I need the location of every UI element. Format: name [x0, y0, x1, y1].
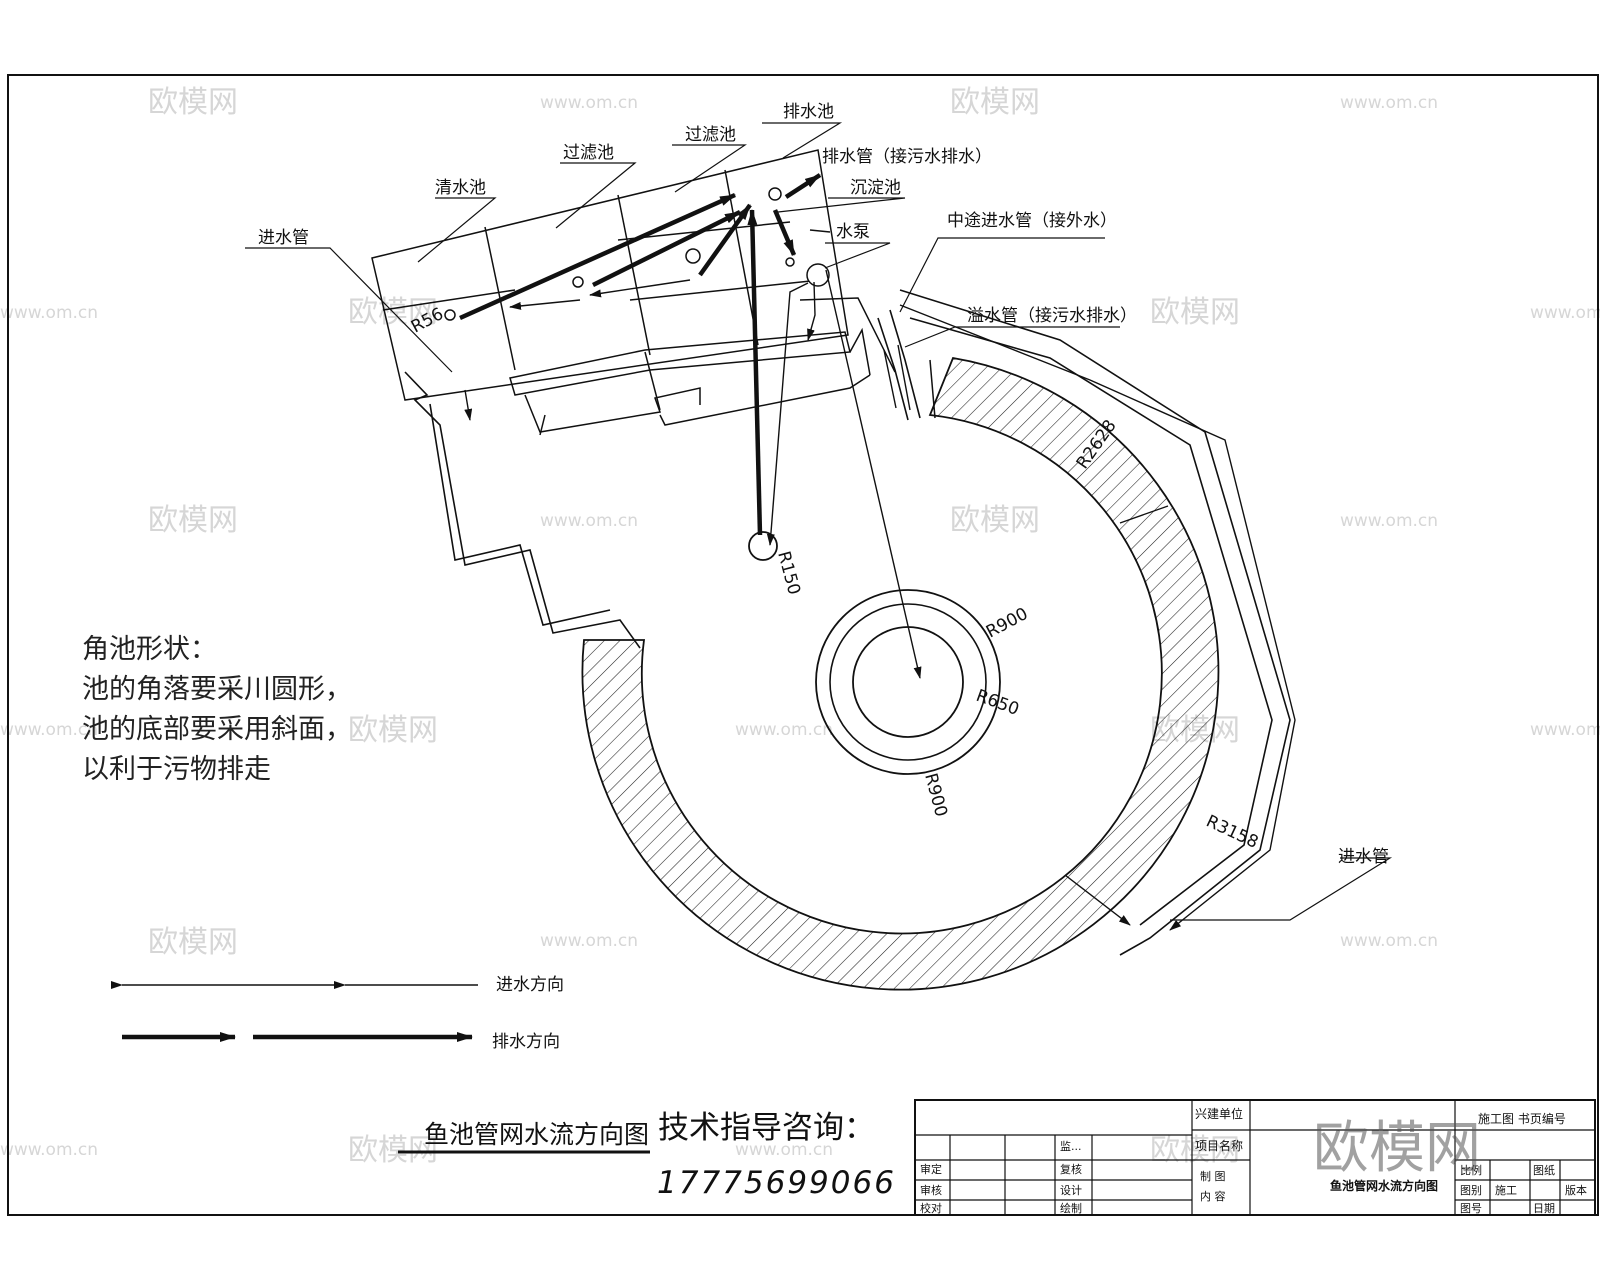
sheet-border — [7, 74, 1599, 1216]
inflow-lines — [464, 269, 1296, 931]
watermark-text: www.om.cn — [1340, 93, 1438, 113]
dim-r150: R150 — [773, 549, 804, 597]
outflow-lines — [459, 173, 822, 536]
label-inlet-pipe-top: 进水管 — [258, 228, 309, 248]
label-filter-tank-1: 过滤池 — [563, 143, 614, 163]
watermark-text: www.om.cn — [540, 931, 638, 951]
tb-grid-2: 图别 — [1460, 1184, 1482, 1197]
label-filter-tank-2: 过滤池 — [685, 125, 736, 145]
tb-row-approve: 审定 — [920, 1162, 942, 1176]
drain-circle-r150 — [748, 531, 778, 561]
tb-build-unit: 兴建单位 — [1195, 1106, 1243, 1121]
note-line-1: 角池形状： — [82, 634, 217, 665]
watermark-text: www.om.cn — [0, 303, 98, 323]
watermarks: 欧模网 www.om.cn 欧模网 www.om.cn www.om.cn 欧模… — [0, 85, 1600, 1168]
drawing-title: 鱼池管网水流方向图 — [424, 1120, 649, 1149]
note-line-2: 池的角落要采川圆形， — [82, 674, 352, 705]
watermark-text: www.om.cn — [1530, 303, 1600, 323]
tb-row-check: 校对 — [920, 1201, 942, 1215]
watermark-text: www.om.cn — [735, 720, 833, 740]
tb-cell-4: 绘制 — [1060, 1201, 1082, 1215]
dim-r3158: R3158 — [1203, 811, 1261, 852]
tb-drawing-number: 施工图 书页编号 — [1478, 1111, 1566, 1126]
label-overflow-pipe: 溢水管（接污水排水） — [967, 306, 1137, 326]
tb-cell-6: 内 容 — [1200, 1189, 1226, 1203]
label-midway-inlet: 中途进水管（接外水） — [947, 211, 1117, 231]
tb-cell-3: 设计 — [1060, 1184, 1082, 1197]
tb-grid-3: 图号 — [1460, 1202, 1482, 1215]
watermark-text: 欧模网 — [348, 713, 438, 748]
label-inlet-pipe-right: 进水管 — [1338, 847, 1389, 867]
label-pump: 水泵 — [836, 222, 870, 242]
watermark-text: 欧模网 — [1150, 295, 1240, 330]
label-drain-pipe: 排水管（接污水排水） — [822, 147, 992, 167]
dim-r900-a: R900 — [983, 604, 1031, 642]
design-note: 角池形状： 池的角落要采川圆形， 池的底部要采用斜面， 以利于污物排走 — [82, 634, 352, 785]
tb-cell-2: 复核 — [1060, 1162, 1082, 1176]
tb-cell-5: 制 图 — [1200, 1170, 1226, 1183]
pump-icon — [806, 263, 830, 287]
watermark-text: www.om.cn — [1340, 931, 1438, 951]
channel-steps — [509, 297, 896, 436]
center-circle-r900-inner — [829, 603, 987, 761]
label-clear-water-tank: 清水池 — [435, 178, 486, 198]
tank-components — [444, 187, 830, 321]
tb-grid-6: 版本 — [1565, 1183, 1587, 1197]
watermark-text: www.om.cn — [0, 1140, 98, 1160]
tb-grid-4: 图纸 — [1533, 1164, 1555, 1177]
filter-outlet-icon — [685, 248, 701, 264]
note-line-4: 以利于污物排走 — [82, 754, 271, 785]
title-block — [914, 1099, 1596, 1216]
label-settling-tank: 沉淀池 — [850, 178, 901, 198]
watermark-text: www.om.cn — [0, 720, 98, 740]
center-circle-r900 — [815, 589, 1001, 775]
watermark-text: www.om.cn — [1340, 511, 1438, 531]
watermark-text: www.om.cn — [540, 511, 638, 531]
watermark-text: 欧模网 — [148, 503, 238, 538]
watermark-text: www.om.cn — [1530, 720, 1600, 740]
center-circle-r650 — [852, 626, 964, 738]
leader-lines — [245, 122, 1393, 921]
tb-grid-5: 日期 — [1533, 1202, 1555, 1215]
watermark-text: 欧模网 — [148, 925, 238, 960]
legend-inflow-label: 进水方向 — [496, 975, 564, 995]
watermark-logo: 欧模网 — [1313, 1116, 1481, 1181]
watermark-text: www.om.cn — [735, 1140, 833, 1160]
tb-grid-1: 比例 — [1460, 1163, 1482, 1177]
dim-r650: R650 — [973, 686, 1021, 720]
watermark-text: 欧模网 — [950, 503, 1040, 538]
label-drain-tank: 排水池 — [783, 102, 834, 122]
tb-cell-1: 监... — [1060, 1140, 1082, 1153]
watermark-text: www.om.cn — [540, 93, 638, 113]
note-line-3: 池的底部要采用斜面， — [82, 714, 352, 745]
watermark-text: 欧模网 — [1150, 1133, 1240, 1168]
tb-drawing-name: 鱼池管网水流方向图 — [1330, 1178, 1438, 1193]
tb-row-review: 审核 — [920, 1183, 942, 1197]
pond-wall-ring — [581, 356, 1220, 991]
tb-grid-7: 施工 — [1495, 1184, 1517, 1197]
watermark-text: 欧模网 — [148, 85, 238, 120]
watermark-text: 欧模网 — [950, 85, 1040, 120]
phone-number: 17775699066 — [657, 1165, 896, 1201]
consult-text: 技术指导咨询： — [658, 1110, 875, 1146]
legend: 进水方向 排水方向 — [111, 975, 564, 1052]
dim-r900-b: R900 — [920, 771, 951, 819]
legend-outflow-label: 排水方向 — [492, 1032, 560, 1052]
tb-project-name: 项目名称 — [1195, 1138, 1243, 1153]
